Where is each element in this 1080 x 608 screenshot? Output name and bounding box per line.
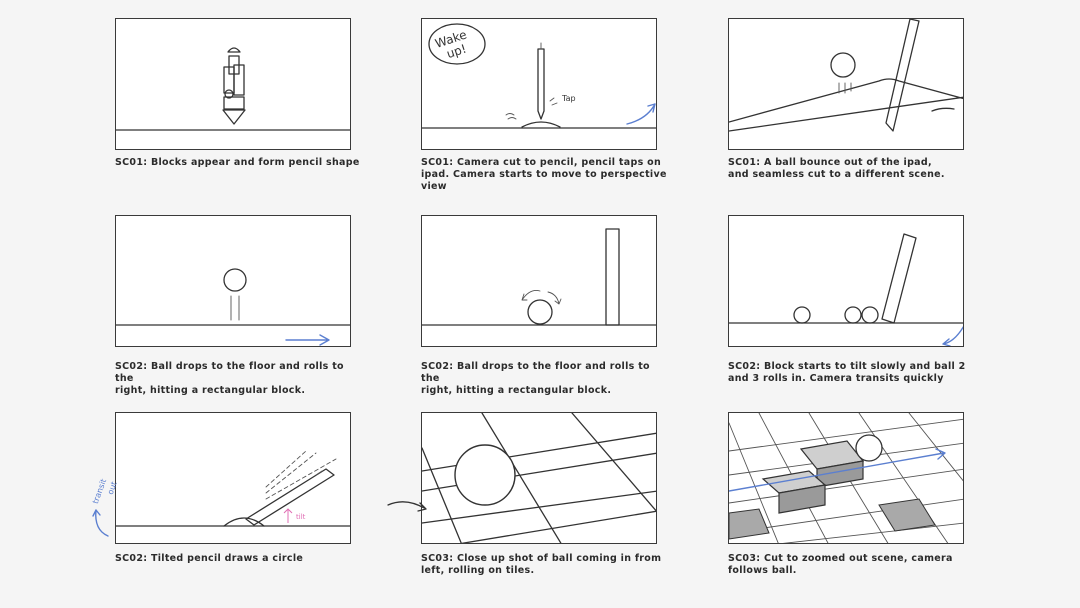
panel-9-caption: SC03: Cut to zoomed out scene, camera fo… — [728, 553, 953, 576]
storyboard-panel-2: Wake up! Tap — [421, 18, 657, 150]
panel-7-caption: SC02: Tilted pencil draws a circle — [115, 553, 304, 564]
storyboard-panel-9 — [728, 412, 964, 544]
storyboard-panel-4 — [115, 215, 351, 347]
transit-out-note: transit — [91, 478, 108, 505]
tap-note: Tap — [561, 94, 576, 103]
panel-6-caption: SC02: Block starts to tilt slowly and ba… — [728, 361, 966, 384]
storyboard-panel-8 — [421, 412, 657, 544]
panel-1-caption: SC01: Blocks appear and form pencil shap… — [115, 157, 360, 168]
tilt-note: tilt — [296, 513, 306, 521]
storyboard-panel-7: tilt — [115, 412, 351, 544]
sketch-ball-drop — [116, 268, 350, 346]
storyboard-panel-6 — [728, 215, 964, 347]
storyboard-panel-1 — [115, 18, 351, 150]
sketch-block-tilt — [729, 233, 963, 346]
sketch-zoomed-out-tiles — [729, 413, 963, 543]
sketch-pencil-tap: Wake up! Tap — [422, 23, 656, 129]
panel-3-caption: SC01: A ball bounce out of the ipad, and… — [728, 157, 945, 180]
panel-5-caption: SC02: Ball drops to the floor and rolls … — [421, 361, 650, 396]
panel-2-caption: SC01: Camera cut to pencil, pencil taps … — [421, 157, 667, 192]
sketch-ball-roll-block — [422, 228, 656, 326]
storyboard-panel-3 — [728, 18, 964, 150]
storyboard-panel-5 — [421, 215, 657, 347]
sketch-ipad-ball — [729, 19, 963, 132]
wake-up-note-2: up! — [445, 42, 468, 62]
sketch-pencil-blocks — [116, 47, 350, 131]
sketch-tilted-pencil-circle: tilt — [116, 450, 350, 527]
panel-4-caption: SC02: Ball drops to the floor and rolls … — [115, 361, 344, 396]
panel-8-caption: SC03: Close up shot of ball coming in fr… — [421, 553, 662, 576]
sketch-closeup-tiles — [422, 413, 656, 543]
